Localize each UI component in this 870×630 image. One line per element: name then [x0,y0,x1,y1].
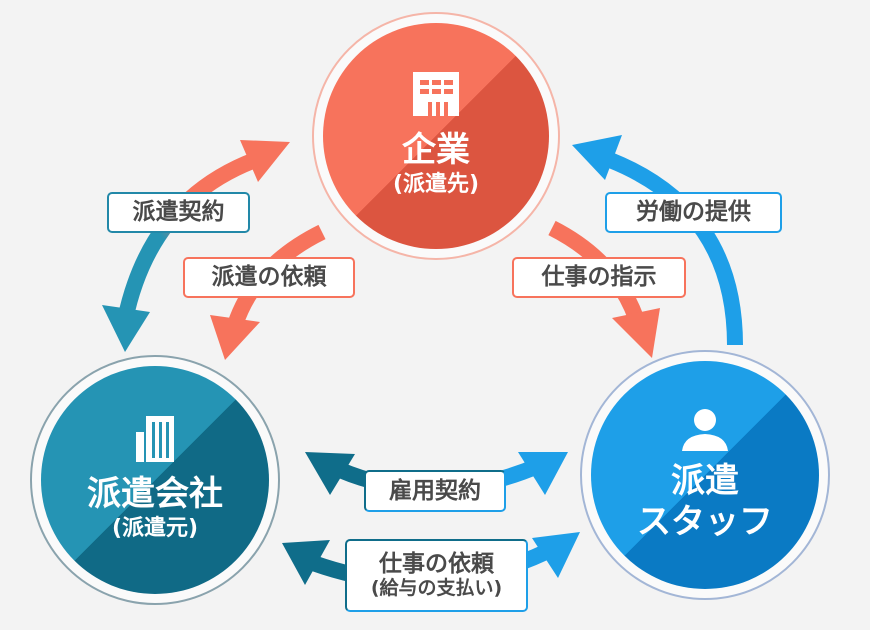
office-building-icon [136,416,174,463]
label-labor-provision: 労働の提供 [605,192,782,233]
client-node: 企業 (派遣先) [312,12,560,260]
client-title: 企業 [402,130,470,171]
agency-subtitle: (派遣元) [111,516,199,542]
work-request-text: 仕事の依頼 [379,551,494,578]
agency-title: 派遣会社 [87,474,223,515]
person-icon [682,409,728,452]
agency-node: 派遣会社 (派遣元) [30,355,280,605]
label-work-instruction: 仕事の指示 [512,257,686,298]
client-subtitle: (派遣先) [392,172,480,198]
label-dispatch-request: 派遣の依頼 [183,257,355,298]
dispatch-contract-arrow [102,140,290,352]
salary-payment-text: (給与の支払い) [370,576,503,599]
staff-node: 派遣 スタッフ [580,350,830,600]
building-icon [413,72,459,117]
staff-title-line1: 派遣 [671,461,739,502]
label-employment-contract: 雇用契約 [364,470,506,512]
label-work-request: 仕事の依頼 (給与の支払い) [345,539,528,612]
label-dispatch-contract: 派遣契約 [107,192,250,233]
staff-title-line2: スタッフ [637,502,773,542]
